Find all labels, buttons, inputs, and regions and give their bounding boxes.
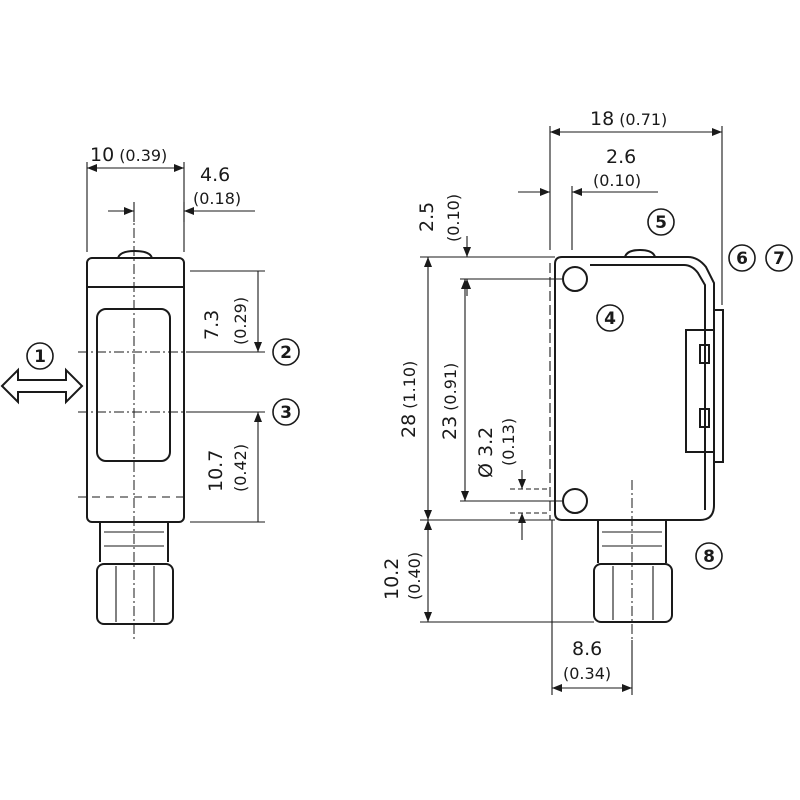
front-offset-mm: 4.6: [200, 164, 230, 186]
callout-7: 7: [765, 244, 793, 272]
side-hole-dia-label: Ø 3.2: [475, 427, 497, 478]
side-conn-offset-mm: 8.6: [572, 638, 602, 660]
side-hole-dia-label-in: (0.13): [499, 418, 518, 466]
svg-text:6: 6: [736, 249, 748, 269]
side-top-label-in: (0.10): [444, 194, 463, 242]
side-offset-mm: 2.6: [606, 146, 636, 168]
side-height-label: 28(1.10): [398, 361, 420, 438]
front-body: [86, 257, 185, 523]
svg-text:3: 3: [280, 403, 292, 423]
callout-3: 3: [272, 398, 300, 426]
side-top-bump: [624, 248, 656, 258]
side-conn-offset-in: (0.34): [563, 664, 611, 683]
svg-text:1: 1: [34, 347, 46, 367]
callout-8: 8: [695, 542, 723, 570]
side-lower-hole: [562, 488, 588, 514]
side-bracket-slot-1: [699, 344, 710, 364]
front-connector-nut: [96, 563, 174, 625]
svg-text:4: 4: [604, 309, 616, 329]
callout-1: 1: [26, 342, 54, 370]
side-connector-neck: [597, 520, 667, 563]
side-connector-nut: [593, 563, 673, 623]
front-view: 10(0.39) 4.6 (0.18) 7.3 (0.29) 10.7 (0.4…: [0, 144, 265, 640]
svg-text:7: 7: [773, 249, 785, 269]
side-inner-edge: [590, 264, 706, 510]
callout-2: 2: [272, 338, 300, 366]
front-upper-label: 7.3: [201, 310, 223, 340]
double-arrow-icon: [0, 367, 84, 405]
side-offset-in: (0.10): [593, 171, 641, 190]
front-top-bump: [117, 249, 153, 259]
side-connector-label: 10.2: [381, 558, 403, 600]
side-width-label: 18(0.71): [590, 108, 667, 130]
side-top-label: 2.5: [416, 202, 438, 232]
front-offset-in: (0.18): [193, 189, 241, 208]
front-lower-label: 10.7: [205, 450, 227, 492]
side-body: [554, 256, 715, 521]
front-connector-neck: [99, 522, 169, 562]
side-view: 18(0.71) 2.6 (0.10) 2.5 (0.10) 28(1.10) …: [381, 108, 724, 695]
callout-6: 6: [728, 244, 756, 272]
svg-text:2: 2: [280, 343, 292, 363]
side-connector-label-in: (0.40): [405, 552, 424, 600]
callout-4: 4: [596, 304, 624, 332]
front-upper-label-in: (0.29): [231, 297, 250, 345]
front-width-label: 10(0.39): [90, 144, 167, 166]
side-bracket-slot-2: [699, 408, 710, 428]
side-upper-hole: [562, 266, 588, 292]
callout-5: 5: [647, 208, 675, 236]
svg-text:8: 8: [703, 547, 715, 567]
svg-text:5: 5: [655, 213, 667, 233]
front-lower-label-in: (0.42): [231, 444, 250, 492]
side-hole-spacing-label: 23(0.91): [439, 363, 461, 440]
side-bracket: [685, 309, 724, 463]
